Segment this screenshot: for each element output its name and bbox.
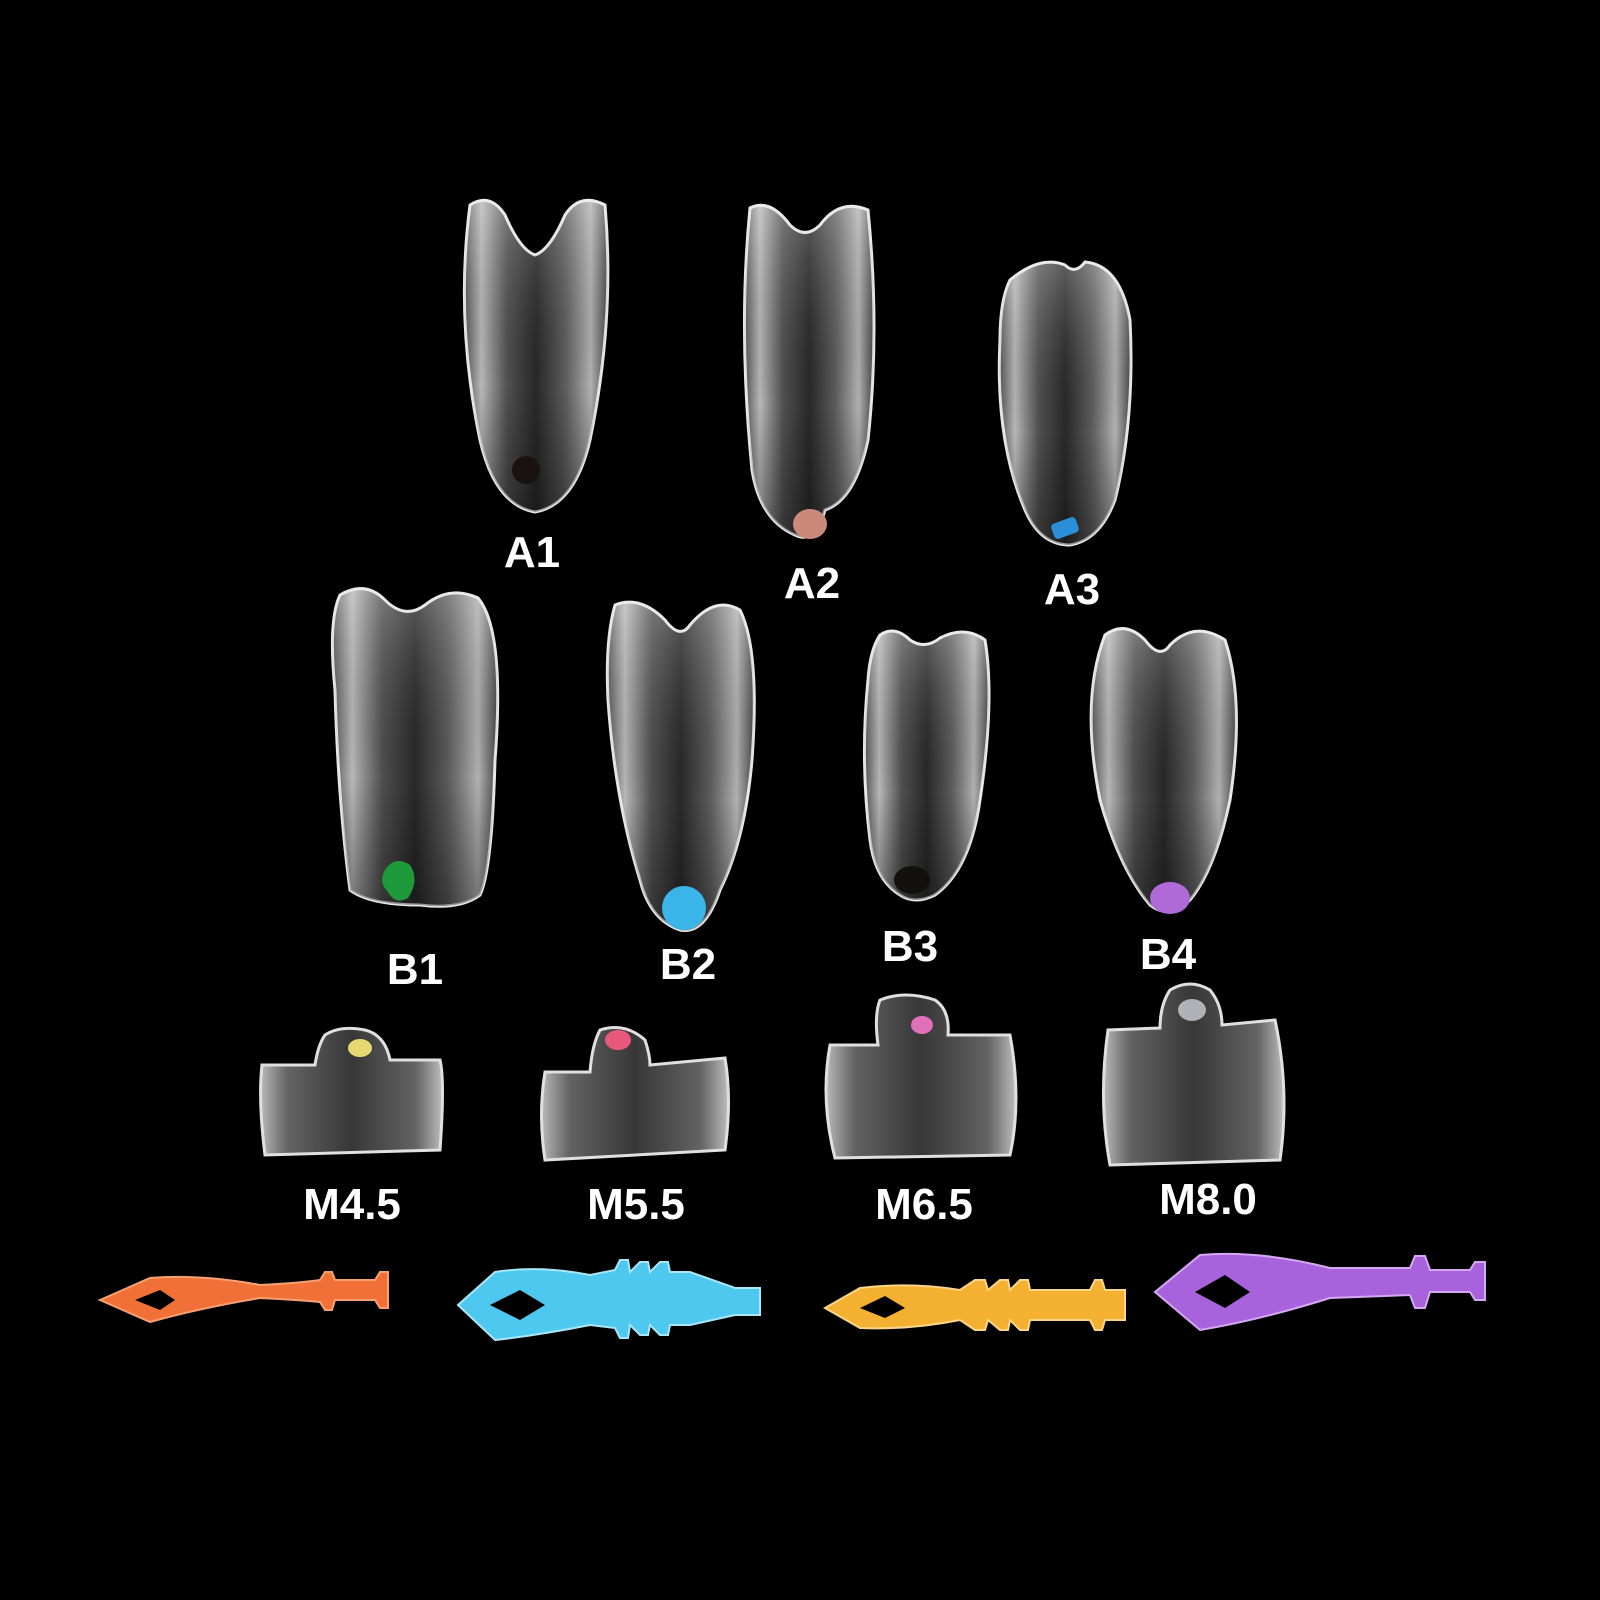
crown-b3 xyxy=(862,629,991,902)
crown-m45 xyxy=(259,1026,444,1157)
label-m80: M8.0 xyxy=(1159,1175,1257,1224)
crown-a1 xyxy=(462,198,610,514)
label-m65: M6.5 xyxy=(875,1180,973,1229)
shade-marker xyxy=(605,1030,631,1050)
label-b1: B1 xyxy=(386,945,444,994)
label-b2: B2 xyxy=(659,940,717,989)
shade-marker xyxy=(348,1039,372,1057)
label-m45: M4.5 xyxy=(303,1180,401,1229)
purple-tool xyxy=(1153,1252,1486,1332)
crown-b4 xyxy=(1089,627,1238,914)
shade-marker xyxy=(512,456,540,484)
crown-m65 xyxy=(824,993,1018,1160)
shade-marker xyxy=(911,1016,933,1034)
crown-m55 xyxy=(540,1026,730,1162)
shade-marker xyxy=(894,866,930,894)
label-m55: M5.5 xyxy=(587,1180,685,1229)
crown-b2 xyxy=(605,600,756,932)
blue-tool xyxy=(456,1259,761,1342)
label-a2: A2 xyxy=(783,559,841,608)
shade-marker xyxy=(662,886,706,930)
crown-b1 xyxy=(330,587,500,908)
shade-marker xyxy=(1178,999,1206,1021)
shade-marker xyxy=(382,861,415,901)
label-b4: B4 xyxy=(1139,930,1197,979)
shade-marker xyxy=(1150,882,1190,914)
label-b3: B3 xyxy=(881,922,939,971)
label-a1: A1 xyxy=(503,528,561,577)
crown-a3 xyxy=(997,260,1133,547)
shade-marker xyxy=(1051,517,1079,539)
crown-a2 xyxy=(742,203,876,539)
shade-marker xyxy=(793,509,827,539)
orange-tool xyxy=(97,1271,389,1324)
label-a3: A3 xyxy=(1043,565,1101,614)
crown-m80 xyxy=(1101,982,1286,1167)
yellow-tool xyxy=(822,1279,1126,1331)
